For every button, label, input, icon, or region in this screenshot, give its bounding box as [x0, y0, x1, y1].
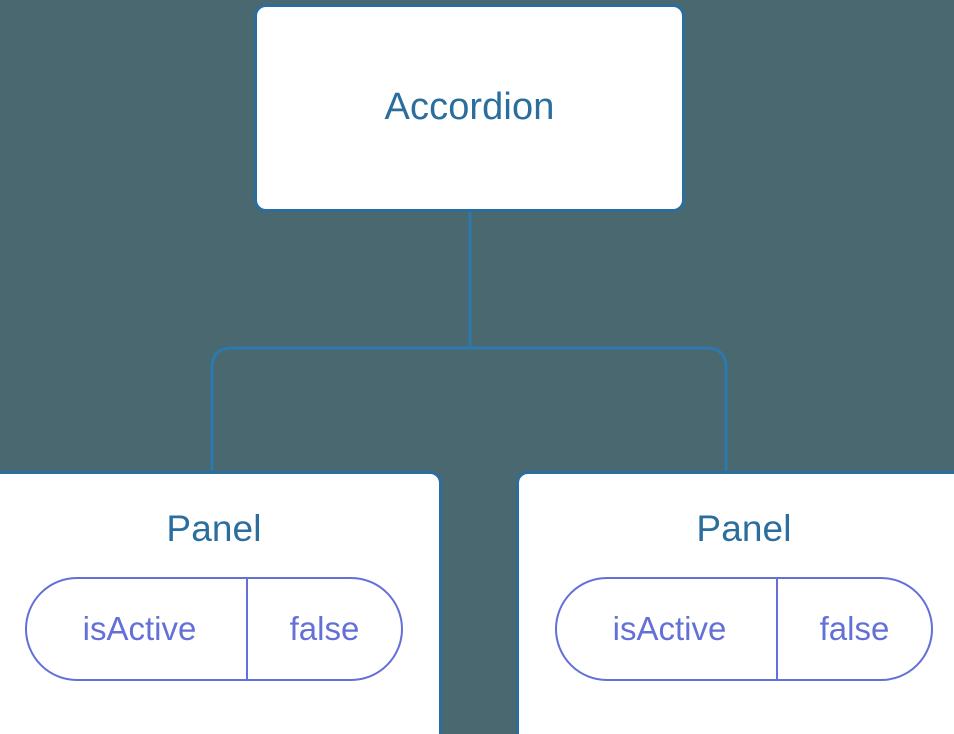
prop-divider — [246, 578, 248, 679]
prop-value: false — [289, 609, 360, 647]
node-title: Panel — [696, 508, 792, 549]
prop-pill-isactive[interactable]: isActive false — [25, 576, 403, 681]
prop-list: isActive false — [0, 576, 439, 681]
prop-value: false — [819, 609, 890, 647]
node-panel-left[interactable]: Panel isActive false — [0, 471, 442, 734]
node-panel-right[interactable]: Panel isActive false — [516, 471, 954, 734]
edge-bus-to-panel-left — [210, 346, 470, 474]
prop-key: isActive — [612, 609, 727, 647]
prop-key: isActive — [82, 609, 197, 647]
edge-bus-to-panel-right — [470, 346, 728, 474]
node-title: Panel — [166, 508, 262, 549]
prop-divider — [776, 578, 778, 679]
node-title: Accordion — [384, 86, 555, 129]
node-accordion[interactable]: Accordion — [254, 4, 685, 212]
prop-list: isActive false — [519, 576, 954, 681]
prop-pill-isactive[interactable]: isActive false — [555, 576, 933, 681]
